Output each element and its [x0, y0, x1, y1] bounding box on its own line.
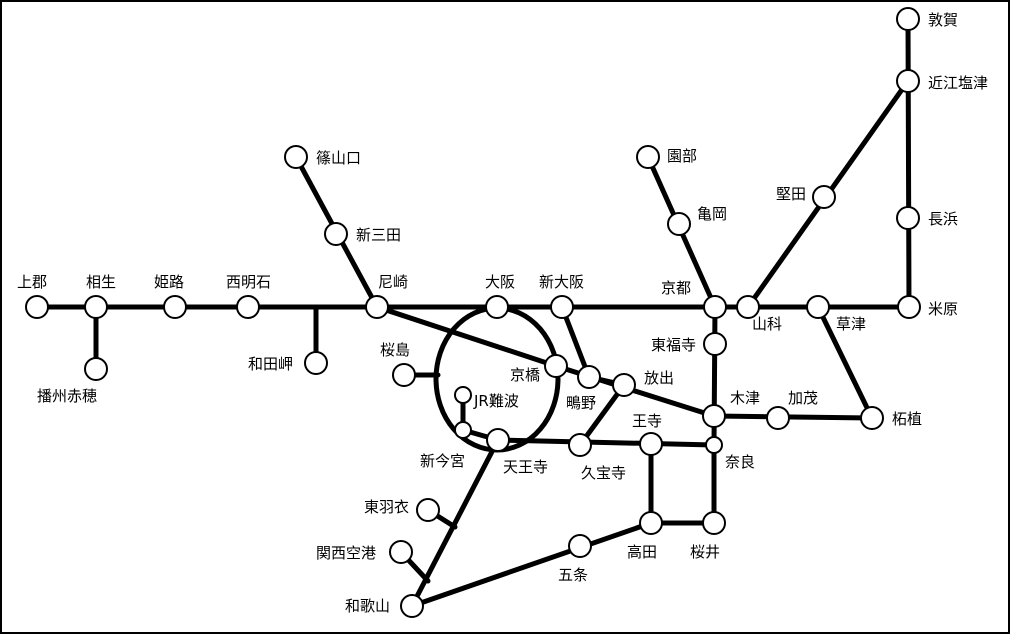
station-label-nara: 奈良 — [725, 453, 755, 471]
station-node-kamigori[interactable] — [25, 295, 49, 319]
station-label-kyoto: 京都 — [661, 279, 691, 297]
station-label-kyobashi: 京橋 — [510, 366, 540, 384]
station-node-kameoka[interactable] — [667, 212, 691, 236]
station-label-kyuhoji: 久宝寺 — [581, 464, 626, 482]
station-node-oji[interactable] — [639, 432, 663, 456]
station-node-tennoji[interactable] — [486, 428, 510, 452]
station-label-nishi-akashi: 西明石 — [226, 273, 271, 291]
station-node-gojo[interactable] — [568, 534, 592, 558]
station-node-kyoto[interactable] — [703, 295, 727, 319]
station-node-osaka[interactable] — [485, 295, 509, 319]
station-node-kamo[interactable] — [766, 406, 790, 430]
line-shin-osaka-shigino — [559, 304, 592, 380]
station-node-tsuge[interactable] — [860, 406, 884, 430]
station-label-osaka: 大阪 — [485, 273, 515, 291]
station-label-katata: 堅田 — [776, 185, 806, 203]
station-node-higashi-fukuchiyama[interactable] — [703, 332, 727, 356]
station-label-sonobe: 園部 — [667, 147, 697, 165]
line-kusatsu-tsuge — [815, 304, 875, 421]
station-node-sasayamaguchi[interactable] — [284, 145, 308, 169]
station-label-hanaten: 放出 — [644, 369, 674, 387]
station-node-takada[interactable] — [639, 511, 663, 535]
station-node-maibara[interactable] — [897, 295, 921, 319]
station-node-hanaten[interactable] — [612, 373, 636, 397]
station-label-aioi: 相生 — [86, 273, 116, 291]
station-label-wakayama: 和歌山 — [345, 597, 390, 615]
station-label-wadamisaki: 和田岬 — [248, 355, 293, 373]
station-label-kamo: 加茂 — [788, 389, 818, 407]
station-node-tsuruga[interactable] — [896, 7, 920, 31]
station-node-sakurai[interactable] — [702, 511, 726, 535]
station-node-kyobashi[interactable] — [544, 354, 568, 378]
line-wakayama-takada — [409, 520, 654, 609]
station-node-higashi-hagoromo[interactable] — [416, 498, 440, 522]
station-label-tsuruga: 敦賀 — [928, 11, 958, 29]
station-label-amagasaki: 尼崎 — [378, 273, 408, 291]
station-node-shin-osaka[interactable] — [550, 295, 574, 319]
station-node-kyuhoji[interactable] — [568, 433, 592, 457]
station-node-amagasaki[interactable] — [365, 295, 389, 319]
station-node-nagahama[interactable] — [896, 206, 920, 230]
station-node-sonobe[interactable] — [636, 145, 660, 169]
station-label-yamashina: 山科 — [752, 315, 782, 333]
station-label-higashi-hagoromo: 東羽衣 — [364, 498, 409, 516]
station-node-wadamisaki[interactable] — [304, 351, 328, 375]
station-label-banshu-ako: 播州赤穂 — [37, 387, 97, 405]
station-node-kansai-airport[interactable] — [389, 540, 413, 564]
station-label-shigino: 鴫野 — [566, 394, 596, 412]
line-kizu-tsuge — [711, 413, 875, 421]
station-label-nagahama: 長浜 — [928, 210, 958, 228]
station-label-jr-namba: JR難波 — [473, 392, 519, 410]
line-tennoji-nara — [495, 437, 717, 448]
station-node-banshu-ako[interactable] — [84, 357, 108, 381]
line-tsuruga-maibara — [905, 16, 912, 310]
station-node-jr-namba[interactable] — [454, 386, 472, 404]
station-label-higashi-fukuchiyama: 東福寺 — [651, 336, 696, 354]
line-hanaten-kyuhoji — [577, 382, 627, 448]
line-amagasaki-kyobashi — [374, 304, 559, 369]
station-node-kizu[interactable] — [702, 404, 726, 428]
station-label-gojo: 五条 — [558, 566, 588, 584]
station-node-sakurajima[interactable] — [392, 363, 416, 387]
station-label-tsuge: 柘植 — [892, 410, 922, 428]
station-label-omi-shiotsu: 近江塩津 — [928, 74, 988, 92]
station-node-kusatsu[interactable] — [806, 295, 830, 319]
station-node-yamashina[interactable] — [736, 295, 760, 319]
station-label-sakurajima: 桜島 — [380, 341, 410, 359]
station-label-shin-imamiya: 新今宮 — [420, 452, 465, 470]
station-label-tennoji: 天王寺 — [503, 458, 548, 476]
station-label-oji: 王寺 — [632, 412, 662, 430]
station-node-shinsanda[interactable] — [324, 222, 348, 246]
station-label-kameoka: 亀岡 — [697, 205, 727, 223]
station-label-himeji: 姫路 — [154, 273, 184, 291]
station-node-nishi-akashi[interactable] — [236, 295, 260, 319]
station-node-aioi[interactable] — [84, 295, 108, 319]
station-node-shin-imamiya[interactable] — [454, 421, 472, 439]
station-label-sakurai: 桜井 — [690, 543, 720, 561]
station-node-katata[interactable] — [812, 185, 836, 209]
station-node-shigino[interactable] — [577, 365, 601, 389]
station-label-kansai-airport: 関西空港 — [316, 544, 376, 562]
station-label-kizu: 木津 — [730, 389, 760, 407]
station-node-himeji[interactable] — [163, 295, 187, 319]
station-nodes — [25, 7, 921, 618]
station-label-sasayamaguchi: 篠山口 — [316, 149, 361, 167]
station-node-omi-shiotsu[interactable] — [896, 69, 920, 93]
station-label-maibara: 米原 — [928, 300, 958, 318]
station-labels: 敦賀 近江塩津 堅田 長浜 米原 篠山口 新三田 園部 亀岡 上郡 相生 姫路 … — [17, 11, 988, 615]
station-label-shin-osaka: 新大阪 — [539, 273, 584, 291]
station-label-kusatsu: 草津 — [836, 315, 866, 333]
station-label-kamigori: 上郡 — [17, 273, 47, 291]
station-label-shinsanda: 新三田 — [356, 226, 401, 244]
station-label-takada: 高田 — [627, 543, 657, 561]
station-node-nara[interactable] — [705, 436, 723, 454]
station-node-wakayama[interactable] — [400, 594, 424, 618]
